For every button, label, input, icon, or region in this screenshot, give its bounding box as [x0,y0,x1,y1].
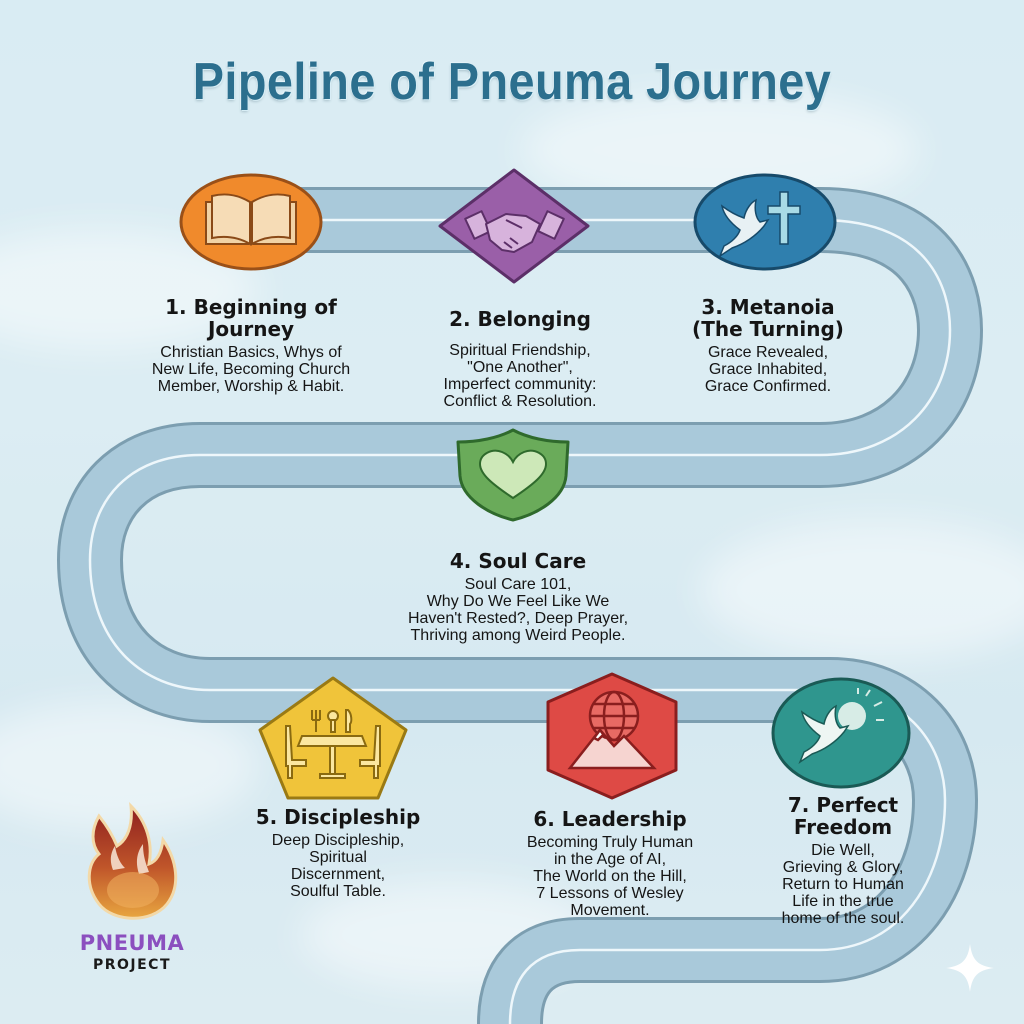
stage-6-text: 6. Leadership Becoming Truly Human in th… [490,808,730,919]
stage-title: 3. Metanoia (The Turning) [692,295,844,341]
dining-table-icon [285,709,381,779]
stage-description: Soul Care 101, Why Do We Feel Like We Ha… [407,576,629,644]
stage-description: Spiritual Friendship, "One Another", Imp… [443,342,597,410]
stage-title: 6. Leadership [533,807,687,831]
stage-description: Die Well, Grieving & Glory, Return to Hu… [781,842,905,927]
stage-description: Christian Basics, Whys of New Life, Beco… [151,344,351,395]
stage-title: 1. Beginning of Journey [165,295,337,341]
road-center-line [88,218,952,1024]
open-book-icon [205,193,297,246]
logo-word: PNEUMA [79,931,185,955]
sparkle-icon [946,944,994,992]
stage-3-badge [693,173,837,271]
stage-5-badge [258,676,408,800]
stage-title: 5. Discipleship [255,805,421,829]
stage-4-text: 4. Soul Care Soul Care 101, Why Do We Fe… [358,550,678,644]
dove-sun-icon [798,688,884,764]
stage-4-badge [456,428,570,522]
logo-subtitle: PROJECT [92,957,172,973]
stage-2-badge [438,168,590,284]
dove-cross-icon [718,191,801,258]
stage-title: 7. Perfect Freedom [787,793,899,839]
stage-7-badge [771,677,911,789]
handshake-icon [464,210,565,253]
pneuma-project-logo: PNEUMA PROJECT [62,800,202,973]
stage-description: Grace Revealed, Grace Inhabited, Grace C… [704,344,832,395]
stage-description: Becoming Truly Human in the Age of AI, T… [526,834,694,919]
page-title: Pipeline of Pneuma Journey [192,53,832,111]
stage-description: Deep Discipleship, Spiritual Discernment… [271,832,405,900]
cloud [700,520,1024,660]
globe-mountain-icon [567,690,657,770]
stage-title: 4. Soul Care [449,549,587,573]
stage-7-text: 7. Perfect Freedom Die Well, Grieving & … [748,794,938,927]
stage-5-text: 5. Discipleship Deep Discipleship, Spiri… [228,806,448,900]
flame-logo-icon [87,801,178,920]
stage-3-text: 3. Metanoia (The Turning) Grace Revealed… [668,296,868,395]
stage-1-badge [179,173,323,271]
stage-title: 2. Belonging [449,307,591,331]
stage-1-text: 1. Beginning of Journey Christian Basics… [120,296,382,395]
stage-2-text: 2. Belonging Spiritual Friendship, "One … [400,308,640,410]
stage-6-badge [546,672,678,800]
heart-icon [478,449,548,500]
